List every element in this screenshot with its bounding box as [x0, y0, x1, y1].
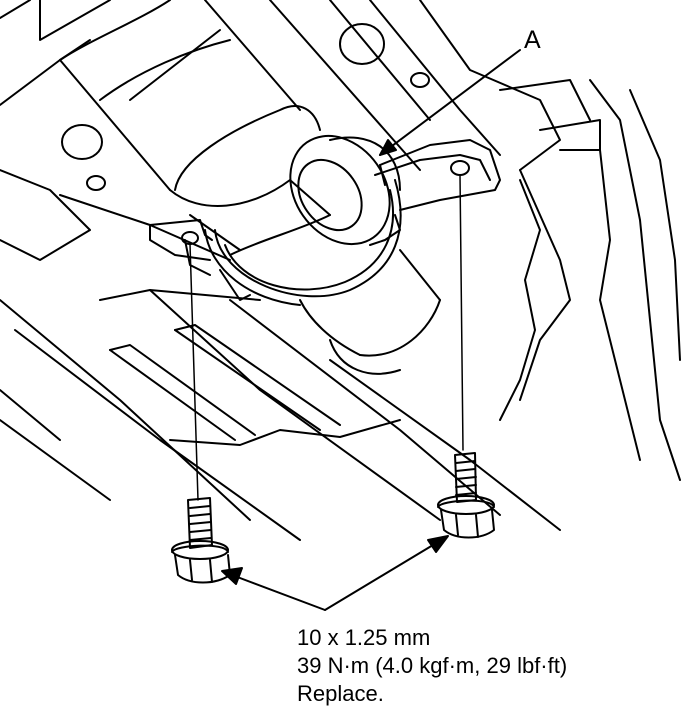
propeller-shaft: [59, 0, 441, 375]
left-flange-bolt: [171, 497, 231, 584]
bolt-note: Replace.: [297, 681, 384, 706]
center-bearing: [204, 134, 402, 306]
bolt-size: 10 x 1.25 mm: [297, 625, 431, 650]
callout-label-a: A: [524, 26, 541, 54]
spec-arrows: [221, 535, 449, 611]
right-flange-bolt: [437, 452, 495, 539]
callout-a-leader: [379, 49, 521, 156]
bolt-spec: 10 x 1.25 mm 39 N·m (4.0 kgf·m, 29 lbf·f…: [297, 624, 567, 708]
bolt-torque: 39 N·m (4.0 kgf·m, 29 lbf·ft): [297, 653, 568, 678]
alignment-lines: [189, 174, 464, 501]
floor-panel: [0, 0, 681, 541]
